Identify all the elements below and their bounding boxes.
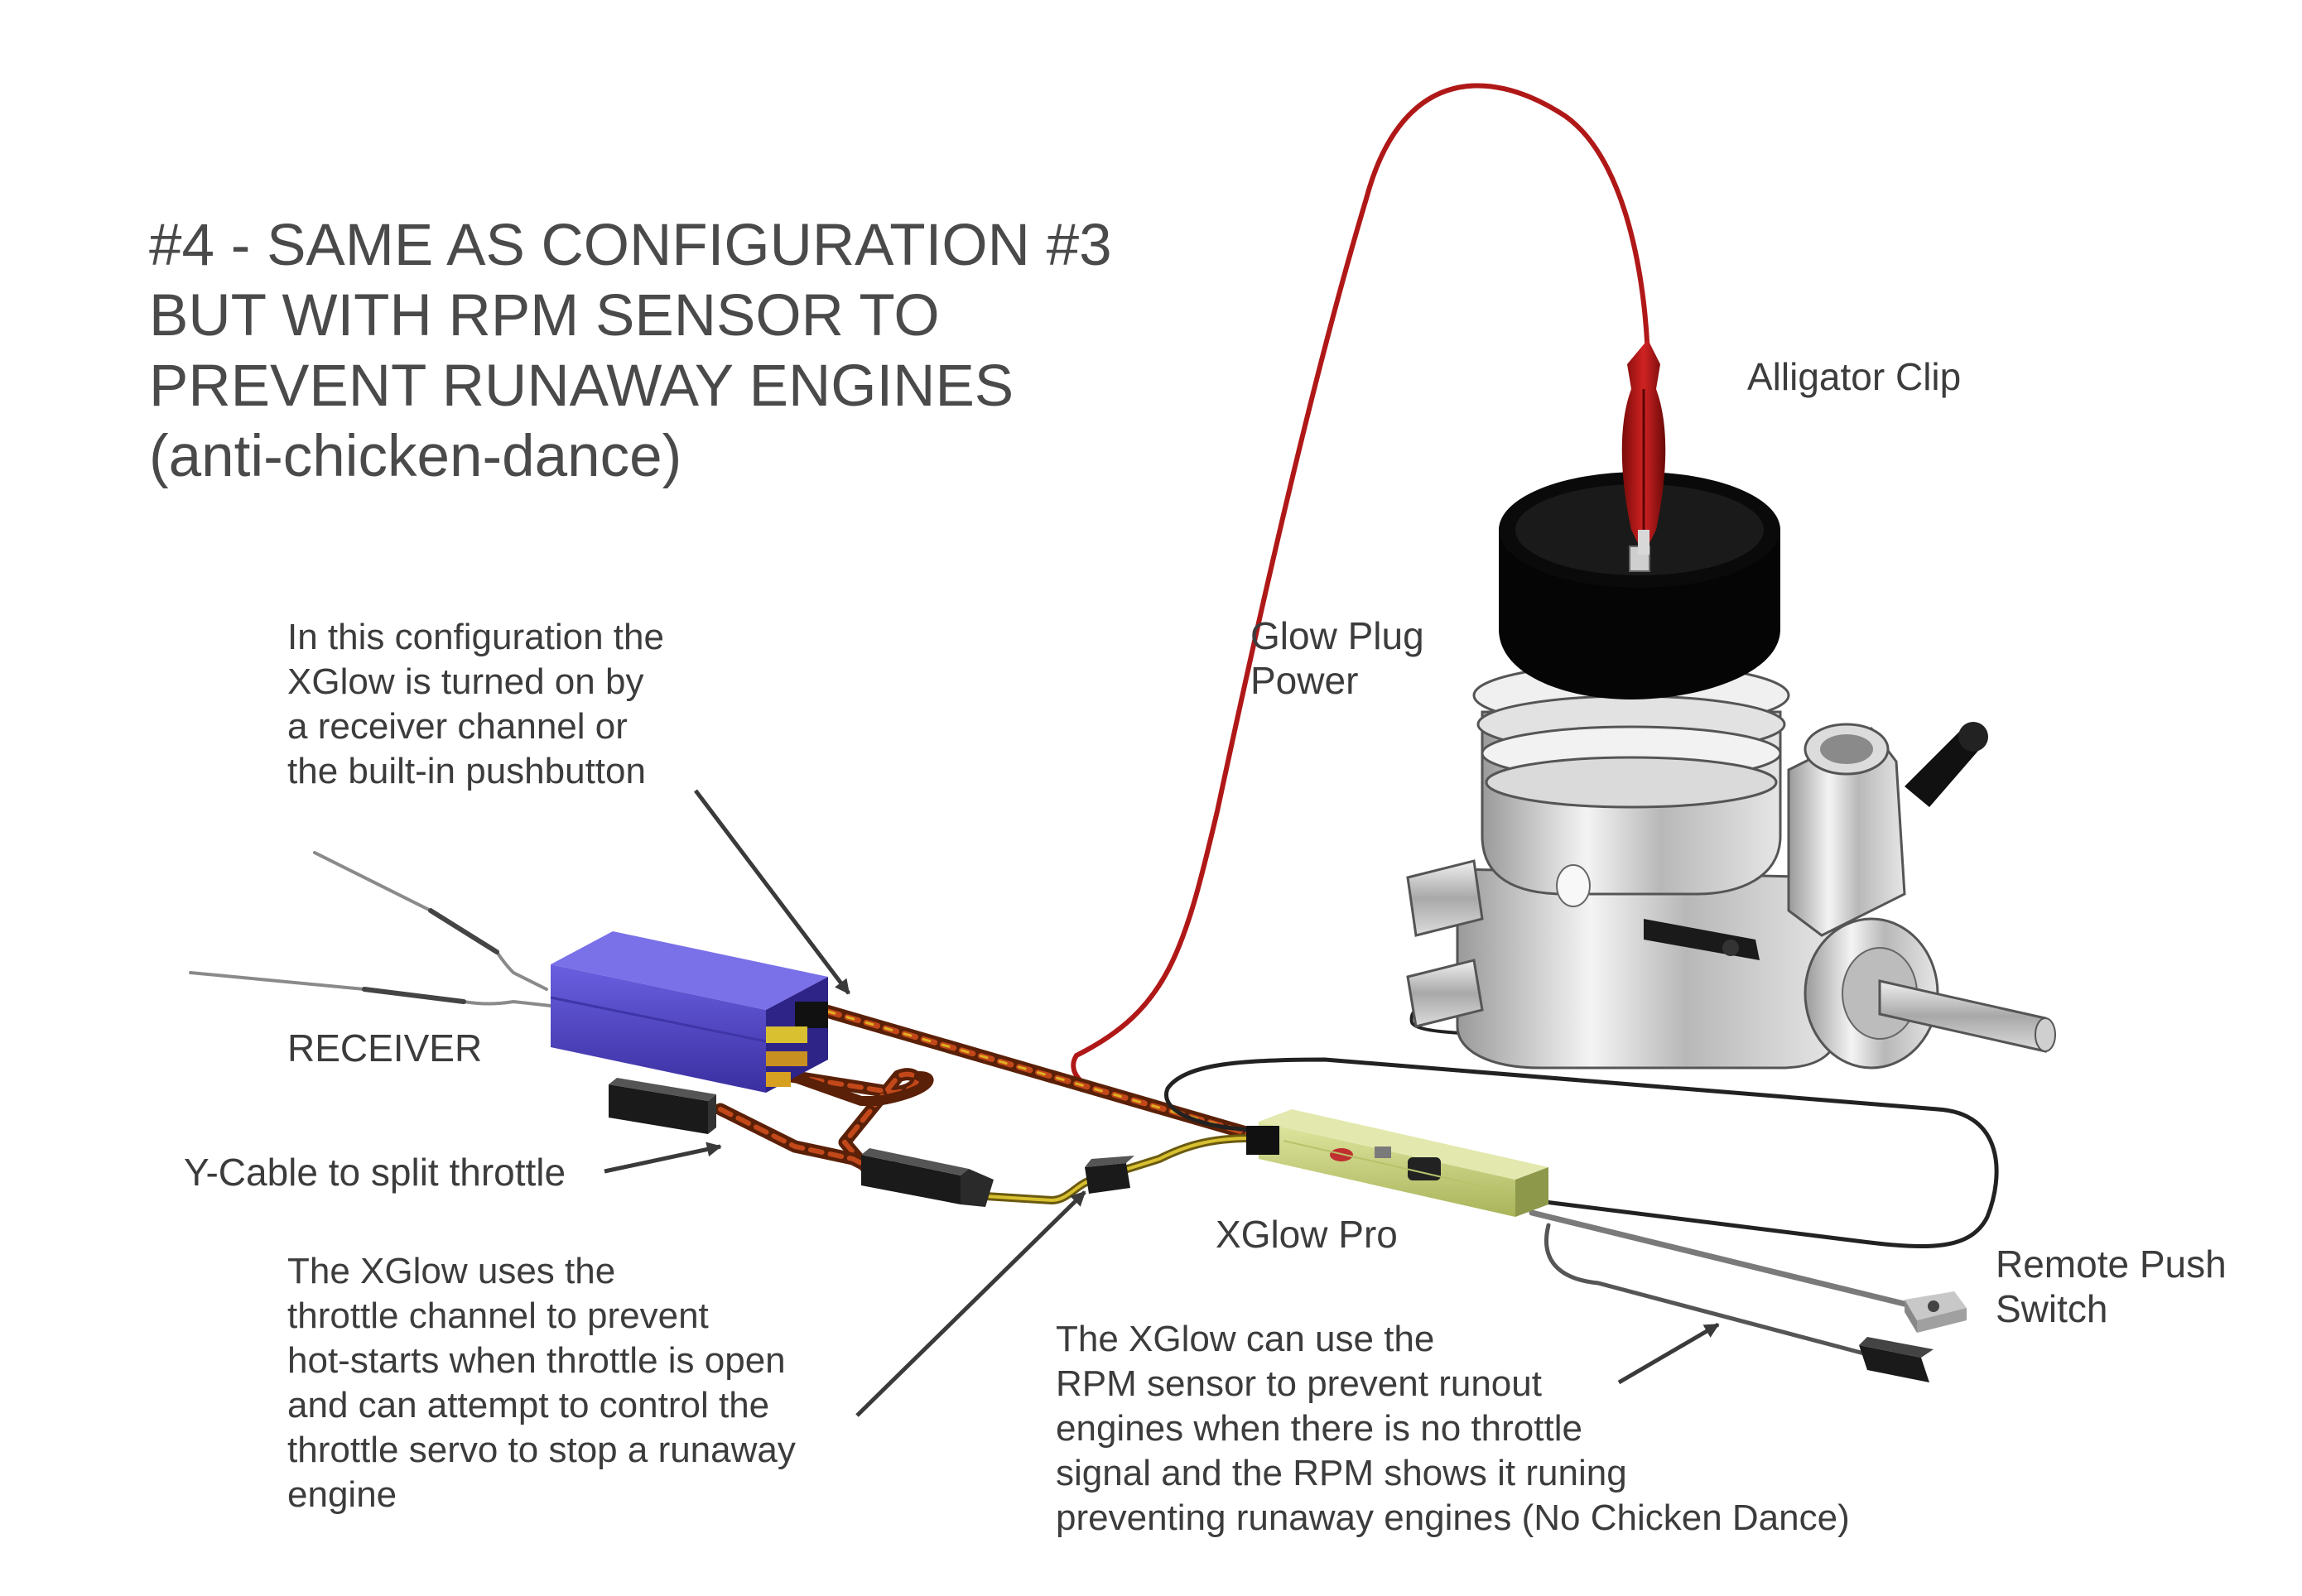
throttle-note-line: hot-starts when throttle is open xyxy=(287,1340,786,1381)
callout-arrows xyxy=(604,789,1720,1417)
rpm-note-line: engines when there is no throttle xyxy=(1056,1408,1582,1449)
alligator-clip xyxy=(1621,339,1666,555)
xglow-pro xyxy=(1246,1109,1548,1217)
y-cable-label: Y-Cable to split throttle xyxy=(184,1151,566,1194)
title-line-4: (anti-chicken-dance) xyxy=(149,424,681,489)
servo-connector-left xyxy=(609,1078,716,1134)
config-note: In this configuration the XGlow is turne… xyxy=(287,617,664,791)
throttle-signal-wire xyxy=(981,1134,1255,1204)
alligator-clip-label: Alligator Clip xyxy=(1747,355,1961,398)
receiver-antennas xyxy=(189,851,552,1007)
xglow-extension-wire xyxy=(1544,1223,1882,1360)
extension-connector xyxy=(1859,1337,1934,1382)
config-note-line: In this configuration the xyxy=(287,617,664,657)
xglow-pushbutton xyxy=(1408,1157,1441,1180)
servo-connector-mid xyxy=(861,1148,994,1207)
remote-push-label-1: Remote Push xyxy=(1996,1243,2227,1286)
rpm-note-line: The XGlow can use the xyxy=(1056,1319,1434,1359)
rpm-note: The XGlow can use the RPM sensor to prev… xyxy=(1056,1319,1850,1538)
receiver xyxy=(550,931,828,1093)
glow-engine xyxy=(1406,472,2056,1070)
throttle-note-line: throttle channel to prevent xyxy=(287,1296,709,1336)
xglow-pro-label: XGlow Pro xyxy=(1216,1213,1398,1256)
config-note-line: the built-in pushbutton xyxy=(287,751,646,791)
rpm-note-line: RPM sensor to prevent runout xyxy=(1056,1363,1542,1404)
glow-plug-power-label-2: Power xyxy=(1250,659,1358,702)
rpm-note-arrow xyxy=(1617,1322,1720,1385)
config-note-line: a receiver channel or xyxy=(287,706,628,747)
y-cable-arrow xyxy=(604,1142,722,1174)
glow-plug-power-label-1: Glow Plug xyxy=(1250,614,1424,657)
throttle-note: The XGlow uses the throttle channel to p… xyxy=(287,1251,796,1515)
remote-push-label-2: Switch xyxy=(1996,1287,2107,1330)
rpm-note-line: preventing runaway engines (No Chicken D… xyxy=(1056,1497,1850,1538)
rpm-note-line: signal and the RPM shows it runing xyxy=(1056,1453,1627,1493)
title-line-3: PREVENT RUNAWAY ENGINES xyxy=(149,353,1014,419)
throttle-note-line: engine xyxy=(287,1474,397,1515)
title-line-1: #4 - SAME AS CONFIGURATION #3 xyxy=(149,213,1112,278)
config-note-arrow xyxy=(694,789,850,995)
rpm-sensor-wire xyxy=(1164,1057,1999,1249)
throttle-tap-connector xyxy=(1085,1156,1134,1194)
throttle-note-line: The XGlow uses the xyxy=(287,1251,615,1291)
throttle-note-line: and can attempt to control the xyxy=(287,1385,769,1425)
remote-push-switch xyxy=(1905,1291,1967,1333)
title-line-2: BUT WITH RPM SENSOR TO xyxy=(149,283,940,349)
receiver-label: RECEIVER xyxy=(287,1026,482,1070)
throttle-note-line: throttle servo to stop a runaway xyxy=(287,1430,796,1470)
glow-plug-power-wire xyxy=(1071,83,1650,1137)
throttle-note-arrow xyxy=(855,1190,1086,1417)
remote-switch-wire xyxy=(1529,1209,1924,1311)
config-note-line: XGlow is turned on by xyxy=(287,661,643,702)
title-block: #4 - SAME AS CONFIGURATION #3 BUT WITH R… xyxy=(149,213,1112,489)
receiver-port-plug xyxy=(795,1002,828,1028)
